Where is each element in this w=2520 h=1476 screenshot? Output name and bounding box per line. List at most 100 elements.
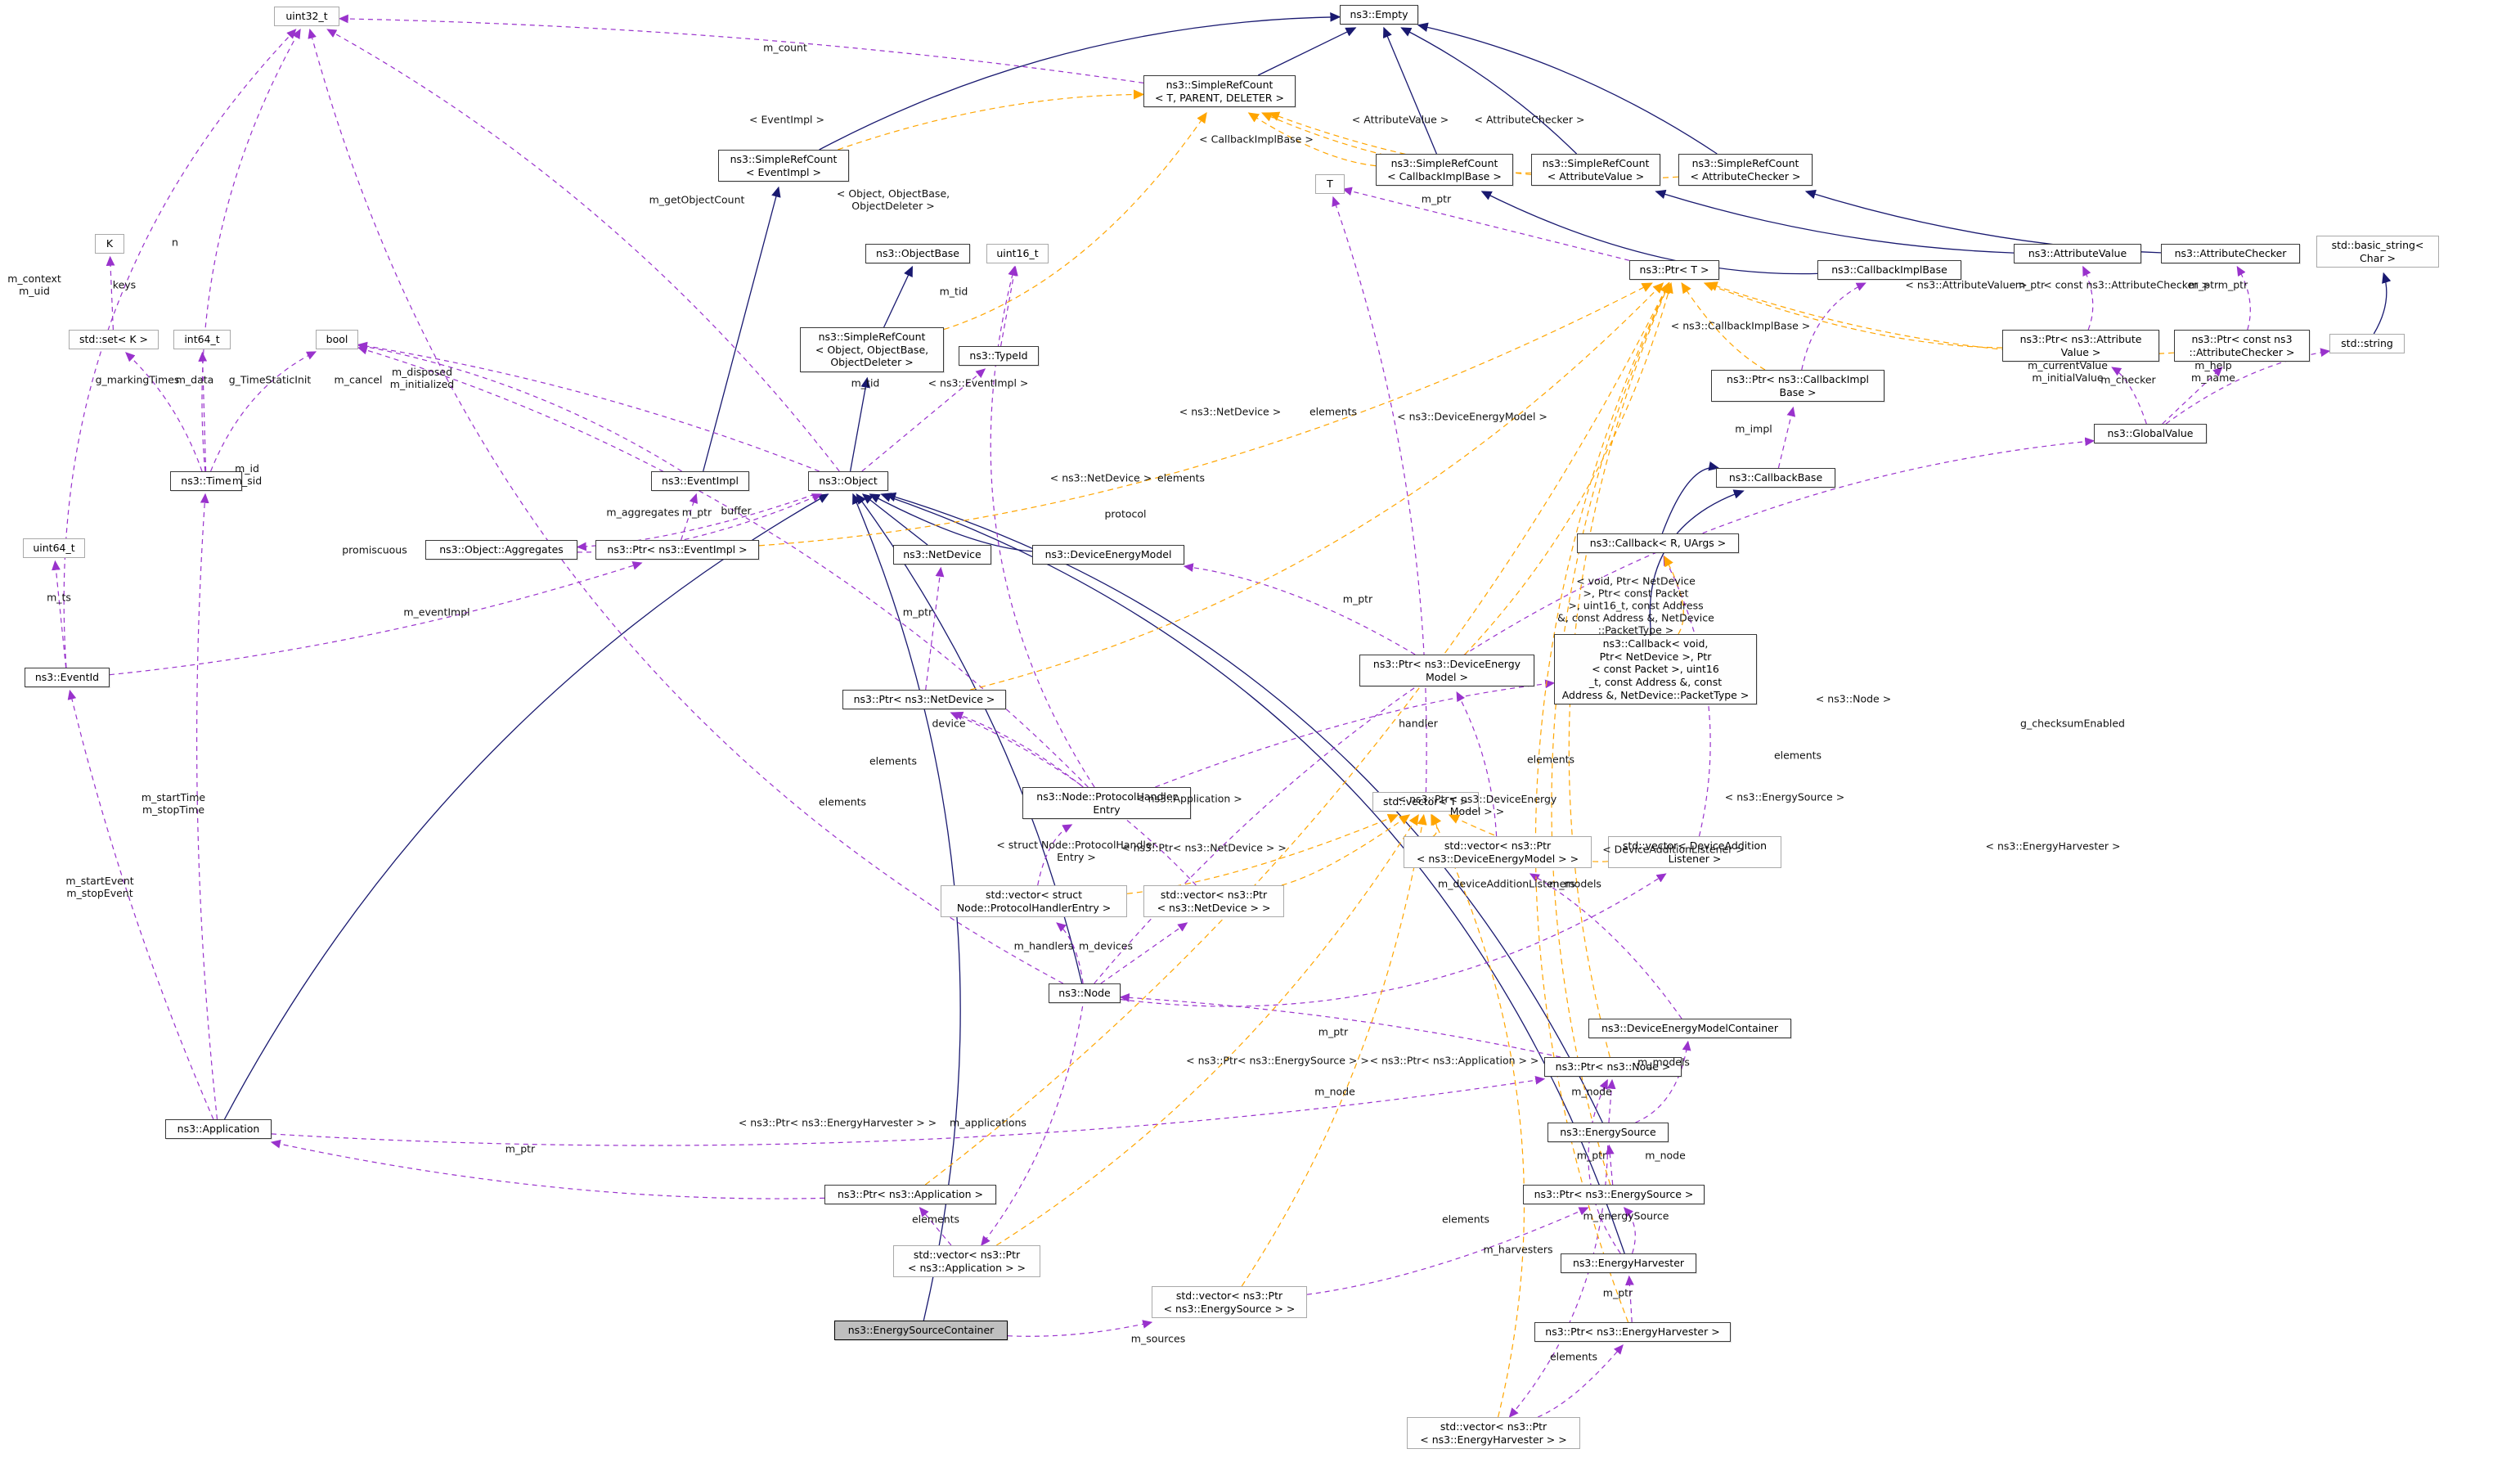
class-node-eventid[interactable]: ns3::EventId (25, 668, 110, 687)
class-node-av[interactable]: ns3::AttributeValue (2014, 244, 2141, 263)
class-node-srcCIB[interactable]: ns3::SimpleRefCount < CallbackImplBase > (1376, 154, 1513, 187)
edge-member-phe-to-uint16 (990, 265, 1095, 788)
edge-member-typeid-to-uint16 (1000, 265, 1018, 347)
class-node-netdev[interactable]: ns3::NetDevice (893, 545, 991, 565)
edge-member-time-to-i64 (198, 351, 208, 472)
class-node-demc[interactable]: ns3::DeviceEnergyModelContainer (1588, 1019, 1791, 1038)
class-node-vecPHE[interactable]: std::vector< struct Node::ProtocolHandle… (941, 885, 1127, 918)
class-node-vecES[interactable]: std::vector< ns3::Ptr < ns3::EnergySourc… (1152, 1286, 1307, 1319)
class-node-dem[interactable]: ns3::DeviceEnergyModel (1032, 545, 1184, 565)
edge-template-vecES-to-vecT (1241, 813, 1427, 1287)
edge-inherit-evimpl-to-srcEI (703, 186, 781, 472)
edge-member-node-to-gv (1094, 437, 2096, 984)
class-node-vecDAL[interactable]: std::vector< DeviceAddition Listener > (1608, 836, 1781, 869)
class-node-K[interactable]: K (95, 234, 124, 254)
class-node-ptrT[interactable]: ns3::Ptr< T > (1629, 260, 1719, 280)
class-node-bool[interactable]: bool (316, 330, 358, 349)
class-node-setK[interactable]: std::set< K > (69, 330, 159, 349)
edge-member-vecDAL-to-cbRU (1663, 555, 1711, 837)
class-node-vecApp[interactable]: std::vector< ns3::Ptr < ns3::Application… (893, 1245, 1040, 1278)
class-node-ptrNode[interactable]: ns3::Ptr< ns3::Node > (1544, 1057, 1682, 1077)
class-node-ac[interactable]: ns3::AttributeChecker (2161, 244, 2300, 263)
edge-member-esc-to-vecES (1007, 1320, 1153, 1337)
class-node-ptrApp[interactable]: ns3::Ptr< ns3::Application > (824, 1185, 996, 1204)
class-node-srcEI[interactable]: ns3::SimpleRefCount < EventImpl > (718, 150, 849, 182)
class-node-obj[interactable]: ns3::Object (808, 471, 888, 491)
class-node-typeid[interactable]: ns3::TypeId (959, 346, 1039, 366)
edge-member-time-to-uint32 (201, 28, 301, 472)
class-node-srcTPD[interactable]: ns3::SimpleRefCount < T, PARENT, DELETER… (1143, 75, 1296, 108)
class-node-u64[interactable]: uint64_t (23, 538, 85, 558)
edge-template-vecDEM-to-vecT (1403, 813, 1442, 840)
class-node-uint16[interactable]: uint16_t (986, 244, 1049, 263)
class-node-srcAV[interactable]: ns3::SimpleRefCount < AttributeValue > (1531, 154, 1660, 187)
edge-member-ptrcAC-to-ac (2236, 265, 2251, 331)
class-node-ptrDEM[interactable]: ns3::Ptr< ns3::DeviceEnergy Model > (1359, 655, 1534, 687)
edge-member-gv-to-str (2165, 348, 2331, 425)
class-node-evimpl[interactable]: ns3::EventImpl (651, 471, 749, 491)
class-node-ptrES[interactable]: ns3::Ptr< ns3::EnergySource > (1523, 1185, 1705, 1204)
class-node-uint32[interactable]: uint32_t (274, 7, 339, 26)
edge-inherit-esrc-to-obj (885, 492, 1603, 1123)
class-node-str[interactable]: std::string (2329, 334, 2405, 353)
edge-member-setK-to-K (106, 255, 115, 331)
edge-member-vecES-to-ptrES (1306, 1207, 1589, 1295)
class-node-cib[interactable]: ns3::CallbackImplBase (1817, 260, 1961, 280)
edge-member-phe-to-bool (357, 345, 1089, 788)
class-node-time[interactable]: ns3::Time (170, 471, 242, 491)
class-node-gv[interactable]: ns3::GlobalValue (2094, 424, 2207, 443)
class-node-ptrEH[interactable]: ns3::Ptr< ns3::EnergyHarvester > (1534, 1322, 1731, 1342)
edge-member-obj-to-aggr (576, 493, 815, 551)
class-node-srcAC[interactable]: ns3::SimpleRefCount < AttributeChecker > (1678, 154, 1813, 187)
class-node-cbRU[interactable]: ns3::Callback< R, UArgs > (1577, 533, 1739, 553)
class-node-T[interactable]: T (1315, 174, 1345, 194)
class-node-node[interactable]: ns3::Node (1049, 983, 1121, 1003)
edge-member-ptrES-to-esrc (1605, 1144, 1615, 1186)
class-node-i64[interactable]: int64_t (173, 330, 231, 349)
class-node-objbase[interactable]: ns3::ObjectBase (865, 244, 970, 263)
edge-template-vecND-to-vecT (1281, 814, 1411, 886)
edge-template-ptrEH-to-ptrT (1534, 281, 1669, 1323)
edge-member-eventid-to-u64 (52, 560, 67, 668)
edge-inherit-netdev-to-obj (861, 493, 928, 546)
edge-member-phe-to-cbVoid (1155, 679, 1556, 788)
edge-template-ptrDEM-to-ptrT (1464, 281, 1673, 655)
class-node-vecDEM[interactable]: std::vector< ns3::Ptr < ns3::DeviceEnerg… (1404, 836, 1592, 869)
edge-template-ptrCIB-to-ptrT (1681, 281, 1766, 371)
class-node-ptrAV[interactable]: ns3::Ptr< ns3::Attribute Value > (2002, 330, 2159, 362)
class-node-cbase[interactable]: ns3::CallbackBase (1716, 468, 1835, 488)
class-node-ptrCIB[interactable]: ns3::Ptr< ns3::CallbackImpl Base > (1711, 370, 1884, 403)
edge-template-srcOOO-to-srcTPD (943, 112, 1207, 331)
class-node-vecT[interactable]: std::vector< T > (1372, 792, 1479, 812)
class-node-cbVoid[interactable]: ns3::Callback< void, Ptr< NetDevice >, P… (1554, 634, 1757, 705)
class-node-esc[interactable]: ns3::EnergySourceContainer (834, 1321, 1008, 1340)
edge-member-esrc-to-vecEH (1508, 1145, 1609, 1418)
class-node-bstr[interactable]: std::basic_string< Char > (2316, 236, 2439, 268)
edge-member-node-to-uint32 (308, 28, 1064, 984)
class-node-empty[interactable]: ns3::Empty (1340, 5, 1418, 25)
class-node-ptrND[interactable]: ns3::Ptr< ns3::NetDevice > (842, 690, 1006, 709)
edge-inherit-srcTPD-to-empty (1257, 27, 1357, 76)
class-node-aggr[interactable]: ns3::Object::Aggregates (425, 540, 577, 560)
edge-template-cbVoid-to-cbRU (1664, 555, 1684, 635)
edge-template-ptrND-to-ptrT (970, 282, 1664, 691)
edge-template-ptrEI-to-ptrT (758, 282, 1653, 547)
class-node-srcOOO[interactable]: ns3::SimpleRefCount < Object, ObjectBase… (800, 327, 944, 372)
edge-inherit-eh-to-obj (880, 493, 1625, 1254)
class-node-vecEH[interactable]: std::vector< ns3::Ptr < ns3::EnergyHarve… (1407, 1417, 1580, 1450)
edge-member-app-to-time (195, 493, 218, 1120)
edge-member-eventid-to-ptrEI (109, 561, 643, 676)
edge-inherit-srcCIB-to-empty (1383, 26, 1437, 155)
edge-member-vecPHE-to-phe (1037, 824, 1073, 886)
class-node-app[interactable]: ns3::Application (165, 1119, 272, 1139)
class-node-phe[interactable]: ns3::Node::ProtocolHandler Entry (1022, 787, 1191, 820)
edge-member-ptrCIB-to-cib (1801, 282, 1866, 371)
class-node-vecND[interactable]: std::vector< ns3::Ptr < ns3::NetDevice >… (1143, 885, 1284, 918)
edge-member-node-to-vecND (1100, 922, 1188, 984)
class-node-eh[interactable]: ns3::EnergyHarvester (1561, 1253, 1696, 1273)
edge-member-ptrND-to-netdev (925, 566, 945, 691)
edge-member-demc-to-vecDEM (1529, 873, 1682, 1019)
class-node-ptrEI[interactable]: ns3::Ptr< ns3::EventImpl > (595, 540, 759, 560)
class-node-esrc[interactable]: ns3::EnergySource (1547, 1123, 1669, 1142)
class-node-ptrcAC[interactable]: ns3::Ptr< const ns3 ::AttributeChecker > (2174, 330, 2310, 362)
